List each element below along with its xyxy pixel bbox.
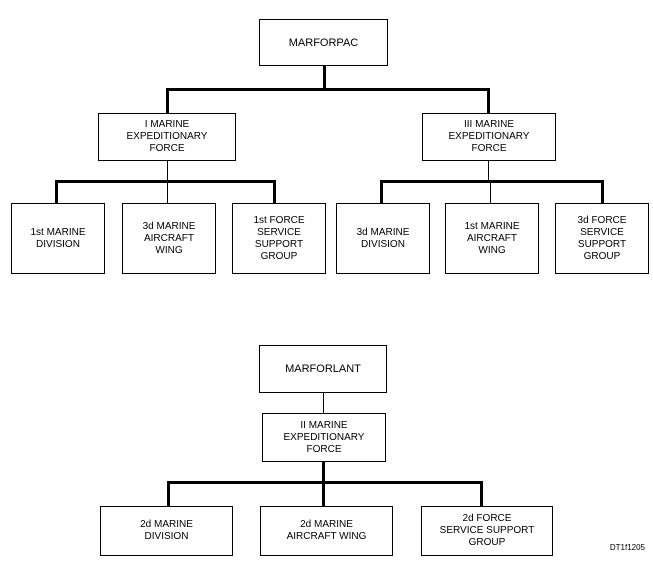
connector-i-mef-crossbar <box>55 180 276 183</box>
marforlant-box: MARFORLANT <box>259 345 387 393</box>
3d-marine-aircraft-wing-box: 3d MARINE AIRCRAFT WING <box>122 203 216 274</box>
iii-mef-box: III MARINE EXPEDITIONARY FORCE <box>422 113 556 161</box>
connector-marforlant-down <box>323 392 324 414</box>
connector-to-2d-mar-div <box>167 481 170 507</box>
connector-marforpac-down <box>323 65 326 90</box>
ii-mef-box: II MARINE EXPEDITIONARY FORCE <box>262 413 386 462</box>
3d-marine-division-label: 3d MARINE DIVISION <box>356 226 410 250</box>
2d-force-service-support-group-box: 2d FORCE SERVICE SUPPORT GROUP <box>421 506 553 556</box>
connector-to-2d-fssg <box>480 481 483 507</box>
connector-iii-mef-down <box>488 160 489 182</box>
1st-marine-aircraft-wing-label: 1st MARINE AIRCRAFT WING <box>464 220 520 256</box>
3d-force-service-support-group-label: 3d FORCE SERVICE SUPPORT GROUP <box>577 214 627 262</box>
marforlant-label: MARFORLANT <box>285 363 361 375</box>
3d-marine-aircraft-wing-label: 3d MARINE AIRCRAFT WING <box>142 220 196 256</box>
1st-marine-division-label: 1st MARINE DIVISION <box>30 226 86 250</box>
2d-force-service-support-group-label: 2d FORCE SERVICE SUPPORT GROUP <box>439 513 535 548</box>
connector-to-iii-mef <box>487 88 490 114</box>
connector-to-2d-maw <box>322 481 325 507</box>
connector-to-i-mef <box>166 88 169 114</box>
connector-to-3d-fssg <box>601 180 604 204</box>
connector-ii-mef-down <box>322 461 325 484</box>
connector-bottom-crossbar <box>167 481 483 484</box>
iii-mef-label: III MARINE EXPEDITIONARY FORCE <box>448 119 530 154</box>
2d-marine-division-label: 2d MARINE DIVISION <box>140 519 193 542</box>
connector-to-1st-fssg <box>273 180 276 204</box>
connector-i-mef-down <box>167 160 168 182</box>
ii-mef-label: II MARINE EXPEDITIONARY FORCE <box>283 419 365 455</box>
connector-to-1st-maw <box>490 180 491 204</box>
2d-marine-division-box: 2d MARINE DIVISION <box>100 506 233 556</box>
3d-marine-division-box: 3d MARINE DIVISION <box>336 203 430 274</box>
3d-force-service-support-group-box: 3d FORCE SERVICE SUPPORT GROUP <box>555 203 649 274</box>
1st-force-service-support-group-box: 1st FORCE SERVICE SUPPORT GROUP <box>232 203 326 274</box>
2d-marine-aircraft-wing-box: 2d MARINE AIRCRAFT WING <box>260 506 393 556</box>
connector-iii-mef-crossbar <box>380 180 604 183</box>
connector-to-3d-mar-div <box>380 180 383 204</box>
connector-to-3d-maw <box>167 180 168 204</box>
connector-top-crossbar <box>166 88 490 91</box>
i-mef-box: I MARINE EXPEDITIONARY FORCE <box>98 113 236 161</box>
connector-to-1st-mar-div <box>55 180 58 204</box>
i-mef-label: I MARINE EXPEDITIONARY FORCE <box>126 119 208 154</box>
figure-id-label: DT1f1205 <box>609 543 645 552</box>
1st-marine-division-box: 1st MARINE DIVISION <box>11 203 105 274</box>
1st-force-service-support-group-label: 1st FORCE SERVICE SUPPORT GROUP <box>253 214 305 262</box>
marforpac-box: MARFORPAC <box>259 19 388 66</box>
1st-marine-aircraft-wing-box: 1st MARINE AIRCRAFT WING <box>445 203 539 274</box>
marforpac-label: MARFORPAC <box>288 36 359 49</box>
2d-marine-aircraft-wing-label: 2d MARINE AIRCRAFT WING <box>286 519 367 542</box>
